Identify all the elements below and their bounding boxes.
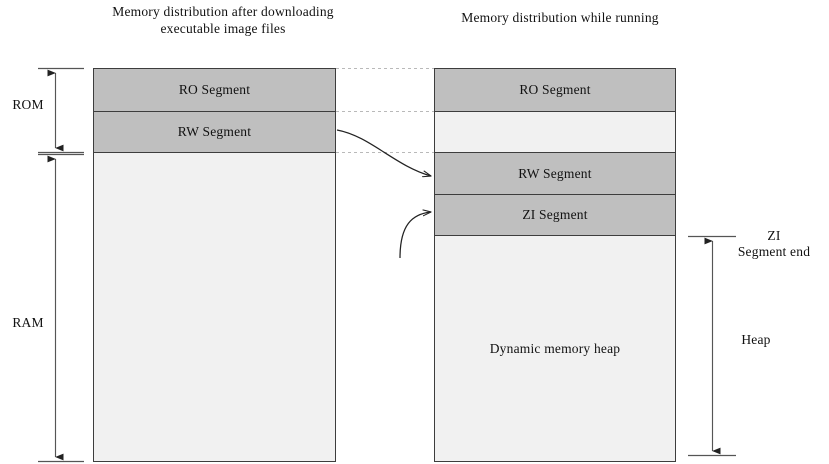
left-rw-segment: RW Segment [93, 111, 336, 153]
right-zi-segment: ZI Segment [434, 194, 676, 236]
heap-label: Heap [741, 332, 771, 347]
zi-creation-arrow [399, 212, 431, 259]
heap-dimension [688, 235, 736, 457]
rw-relocation-arrow [336, 129, 431, 176]
ram-dimension [38, 153, 84, 463]
ram-label: RAM [12, 315, 44, 330]
zi-segment-end-label: ZI Segment end [737, 228, 811, 259]
right-dynamic-heap-area: Dynamic memory heap [434, 235, 676, 462]
rom-dimension [38, 67, 84, 154]
rom-label: ROM [12, 97, 44, 112]
left-ro-segment: RO Segment [93, 68, 336, 112]
left-free-ram-area [93, 152, 336, 462]
left-diagram-title: Memory distribution after downloading ex… [112, 4, 334, 36]
right-ro-segment: RO Segment [434, 68, 676, 112]
guide-lines [336, 68, 434, 153]
right-rw-segment: RW Segment [434, 152, 676, 195]
right-diagram-title: Memory distribution while running [461, 10, 659, 25]
